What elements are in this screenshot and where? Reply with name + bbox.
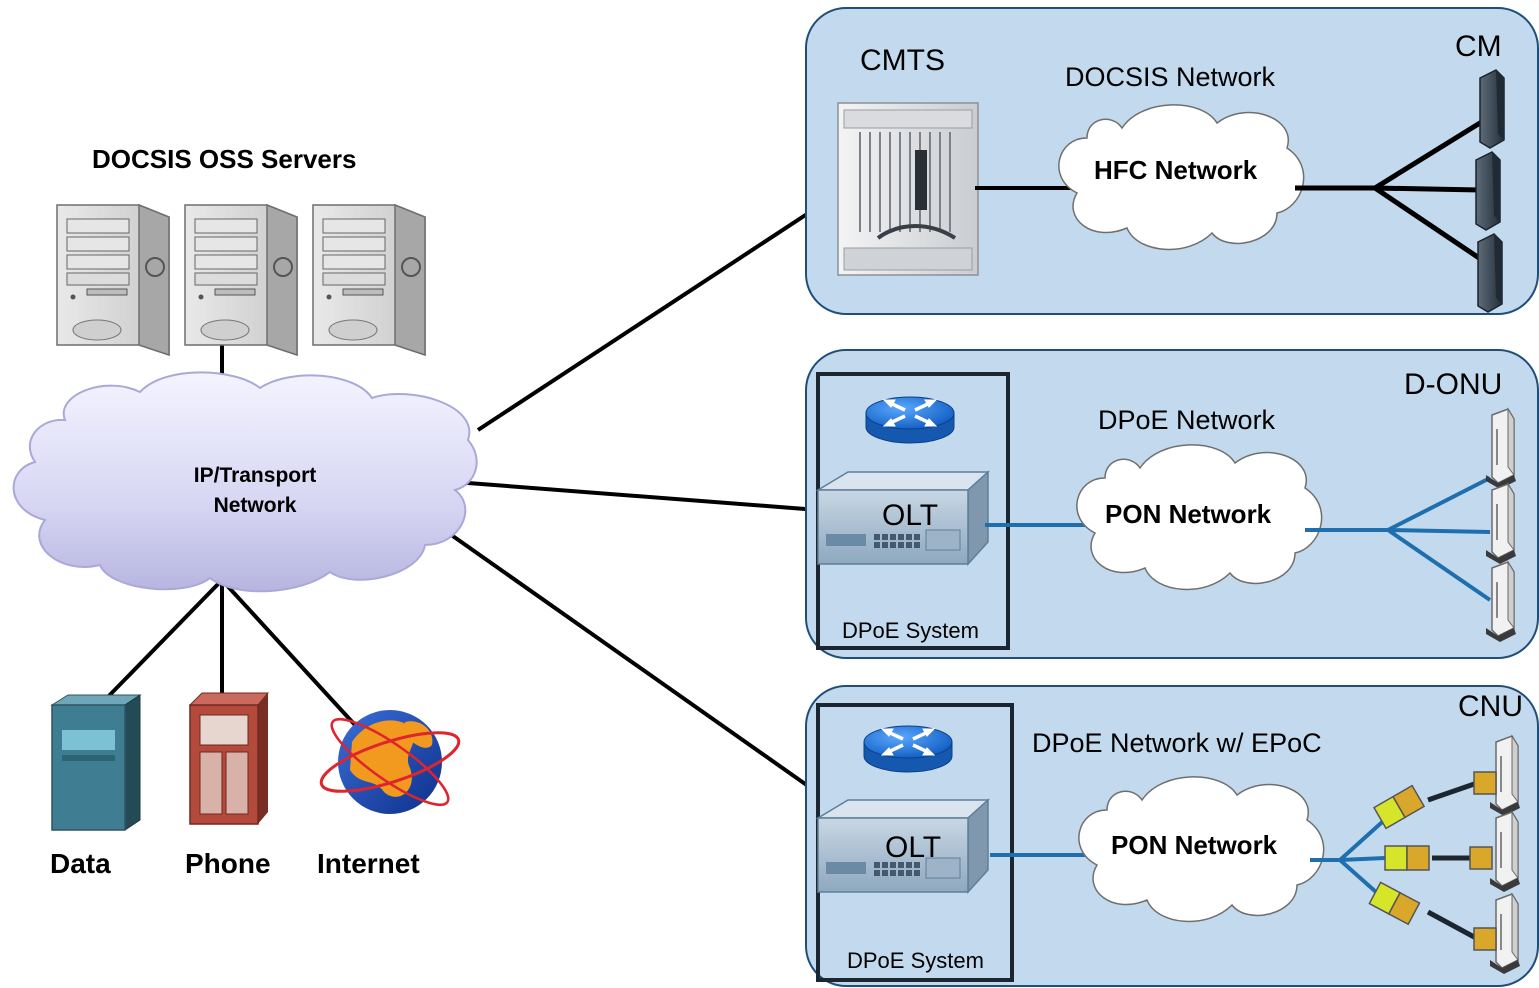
docsis-network-label: DOCSIS Network [1065, 62, 1276, 92]
dpoe-system-label-epoc: DPoE System [847, 948, 984, 973]
server-icon [56, 204, 170, 356]
olt-label: OLT [882, 499, 939, 532]
ip-transport-cloud [12, 371, 478, 593]
cnu-label: CNU [1458, 690, 1523, 723]
server-icon [184, 204, 298, 356]
internet-globe-icon [319, 710, 461, 814]
docsis-panel [805, 7, 1539, 315]
cmts-chassis-icon [837, 102, 979, 276]
cnu-port-icon [1469, 846, 1493, 870]
oss-servers [56, 204, 426, 356]
cmts-label: CMTS [860, 44, 945, 77]
olt-label-epoc: OLT [885, 831, 942, 864]
service-label-phone: Phone [185, 848, 271, 879]
router-icon [864, 395, 956, 445]
cable-modem-icon [1475, 151, 1501, 231]
phone-server-icon [188, 692, 270, 825]
cm-label: CM [1455, 30, 1502, 63]
service-label-internet: Internet [317, 848, 420, 879]
dpoe-panel [805, 349, 1539, 659]
coax-amplifier-icon [1384, 845, 1430, 871]
ip-cloud-label: IP/Transport Network [160, 461, 350, 522]
cable-modem-icon [1479, 69, 1505, 149]
pon-network-label: PON Network [1105, 499, 1272, 529]
cnu-port-icon [1473, 771, 1497, 795]
ip-cloud-line2: Network [213, 494, 297, 518]
data-server-icon [50, 694, 142, 831]
router-icon [862, 724, 954, 774]
epoc-panel [805, 685, 1539, 987]
server-icon [312, 204, 426, 356]
dpoe-network-label: DPoE Network [1098, 405, 1276, 435]
backbone-links [98, 193, 838, 795]
cable-modem-icon [1477, 233, 1503, 313]
dpoe-system-label: DPoE System [842, 618, 979, 643]
service-label-data: Data [50, 848, 111, 879]
cnu-port-icon [1473, 927, 1497, 951]
oss-servers-title: DOCSIS OSS Servers [92, 144, 357, 174]
hfc-network-label: HFC Network [1094, 155, 1258, 185]
pon-network-label-epoc: PON Network [1111, 830, 1278, 860]
d-onu-label: D-ONU [1404, 368, 1503, 401]
ip-cloud-line1: IP/Transport [193, 464, 317, 487]
epoc-network-label: DPoE Network w/ EPoC [1032, 728, 1322, 758]
